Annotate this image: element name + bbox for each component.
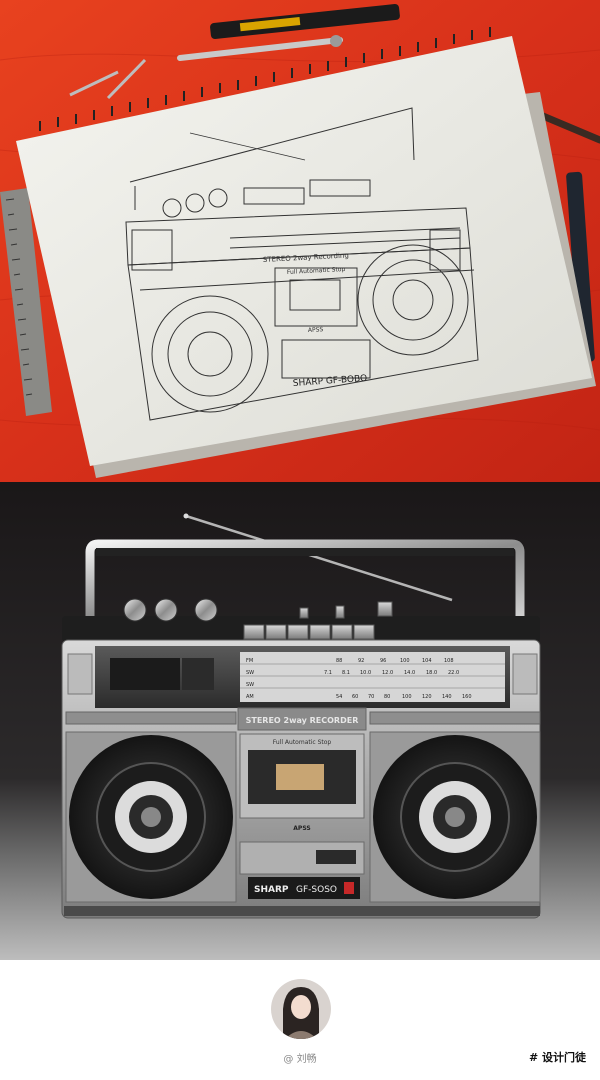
carry-handle	[85, 539, 525, 617]
am-scale-6: 140	[442, 694, 452, 700]
author-name[interactable]: @ 刘畅	[283, 1054, 317, 1065]
deck-title: STEREO 2way RECORDER	[246, 716, 359, 725]
sketchbook	[16, 27, 596, 478]
hashtag-label[interactable]: # 设计门徒	[528, 1051, 586, 1064]
fm-scale-3: 100	[400, 658, 410, 664]
cassette-deck	[237, 707, 367, 899]
am-scale-3: 80	[384, 694, 390, 700]
band-label-sw2: SW	[246, 682, 254, 688]
sketch-panel-subtext: Full Automatic Stop	[287, 266, 346, 276]
sw-scale-2: 10.0	[360, 670, 371, 676]
fm-scale-5: 108	[444, 658, 454, 664]
right-speaker	[369, 731, 541, 903]
right-vent	[369, 711, 541, 725]
cassette-title: Full Automatic Stop	[273, 739, 332, 746]
sw-scale-3: 12.0	[382, 670, 393, 676]
fm-scale-4: 104	[422, 658, 432, 664]
am-scale-1: 60	[352, 694, 358, 700]
author-avatar[interactable]	[271, 979, 331, 1039]
band-label-fm: FM	[246, 658, 253, 664]
sw-scale-4: 14.0	[404, 670, 415, 676]
base-strip	[64, 906, 540, 916]
left-vent	[65, 711, 237, 725]
am-scale-5: 120	[422, 694, 432, 700]
sw-scale-0: 7.1	[324, 670, 332, 676]
model-label: GF-SOSO	[296, 885, 337, 895]
left-speaker	[65, 731, 237, 903]
sketch-photo: STEREO 2way Recording Full Automatic Sto…	[0, 0, 600, 482]
boombox-render: FM SW SW AM 88 92 96 100 104 108 7.1 8.1…	[0, 482, 600, 960]
am-scale-4: 100	[402, 694, 412, 700]
am-scale-2: 70	[368, 694, 374, 700]
tuner-panel	[67, 646, 538, 708]
antenna	[185, 514, 453, 602]
fm-scale-0: 88	[336, 658, 342, 664]
compass	[69, 3, 400, 100]
sw-scale-5: 18.0	[426, 670, 437, 676]
fm-scale-2: 96	[380, 658, 386, 664]
control-knobs	[123, 598, 218, 622]
fm-scale-1: 92	[358, 658, 364, 664]
sw-scale-6: 22.0	[448, 670, 459, 676]
brand-label: SHARP	[254, 885, 289, 895]
boombox-sketch	[125, 107, 479, 421]
ruler	[0, 188, 52, 416]
boombox-illustration: FM SW SW AM 88 92 96 100 104 108 7.1 8.1…	[0, 482, 600, 960]
marker-pen	[566, 171, 595, 363]
band-label-am: AM	[246, 694, 254, 700]
am-scale-0: 54	[336, 694, 342, 700]
band-label-sw1: SW	[246, 670, 254, 676]
function-buttons	[243, 601, 393, 640]
sw-scale-1: 8.1	[342, 670, 350, 676]
apss-label: APSS	[293, 825, 310, 832]
sketch-button-label: APSS	[308, 326, 324, 334]
sketch-scene: STEREO 2way Recording Full Automatic Sto…	[0, 0, 600, 482]
am-scale-7: 160	[462, 694, 472, 700]
